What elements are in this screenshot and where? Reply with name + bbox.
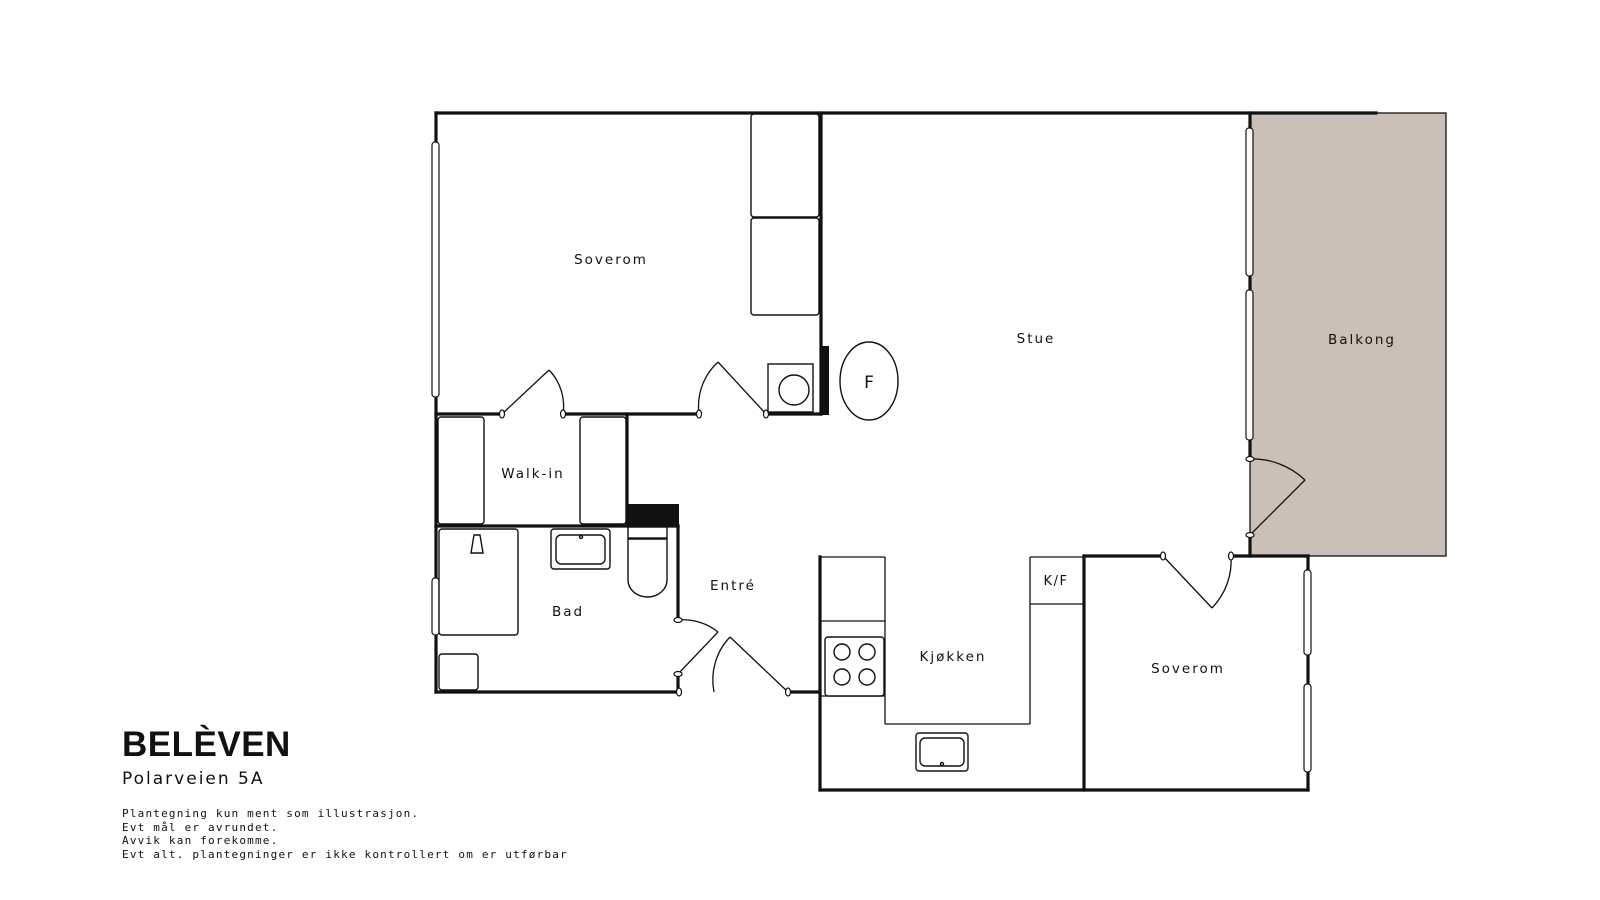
stove [824,636,885,697]
room-label-living-room: Stue [1017,331,1056,347]
room-label-hallway: Entré [710,578,756,594]
room-label-walk-in: Walk-in [501,466,565,482]
room-label-kitchen: Kjøkken [920,649,987,665]
shower [438,528,519,636]
disclaimer-line: Evt mål er avrundet. [122,820,279,834]
brand-name: BELÈVEN [122,725,291,764]
walls [434,111,1378,792]
wardrobe [750,113,820,218]
balcony-area [1249,112,1447,557]
disclaimer-line: Avvik kan forekomme. [122,834,279,847]
bath-cabinet [438,653,479,691]
room-label-balcony: Balkong [1328,332,1396,348]
toilet [627,538,668,598]
shaft-block [627,504,679,526]
chimney-block [821,346,829,415]
walk-in-shelf [437,416,485,525]
windows [431,127,1312,773]
room-label-bedroom-1: Soverom [574,252,648,268]
room-label-bedroom-2: Soverom [1151,661,1225,677]
toilet-tank [627,526,668,539]
disclaimer-line: Evt alt. plantegninger er ikke kontrolle… [122,847,568,861]
doors [501,361,1306,693]
property-address: Polarveien 5A [122,769,265,789]
door-hinges [498,409,1255,697]
fireplace-label: F [864,373,874,393]
brand-block: BELÈVEN Polarveien 5A Plantegning kun me… [122,727,568,861]
walk-in-shelf [579,416,627,525]
shower-head-icon [470,534,484,554]
fridge-freezer-label: K/F [1044,574,1069,589]
fireplace [839,341,899,421]
disclaimer-line: Plantegning kun ment som illustrasjon. [122,807,420,820]
room-label-bathroom: Bad [552,604,584,620]
wardrobe [750,217,820,316]
disclaimer: Plantegning kun ment som illustrasjon. E… [122,807,568,861]
